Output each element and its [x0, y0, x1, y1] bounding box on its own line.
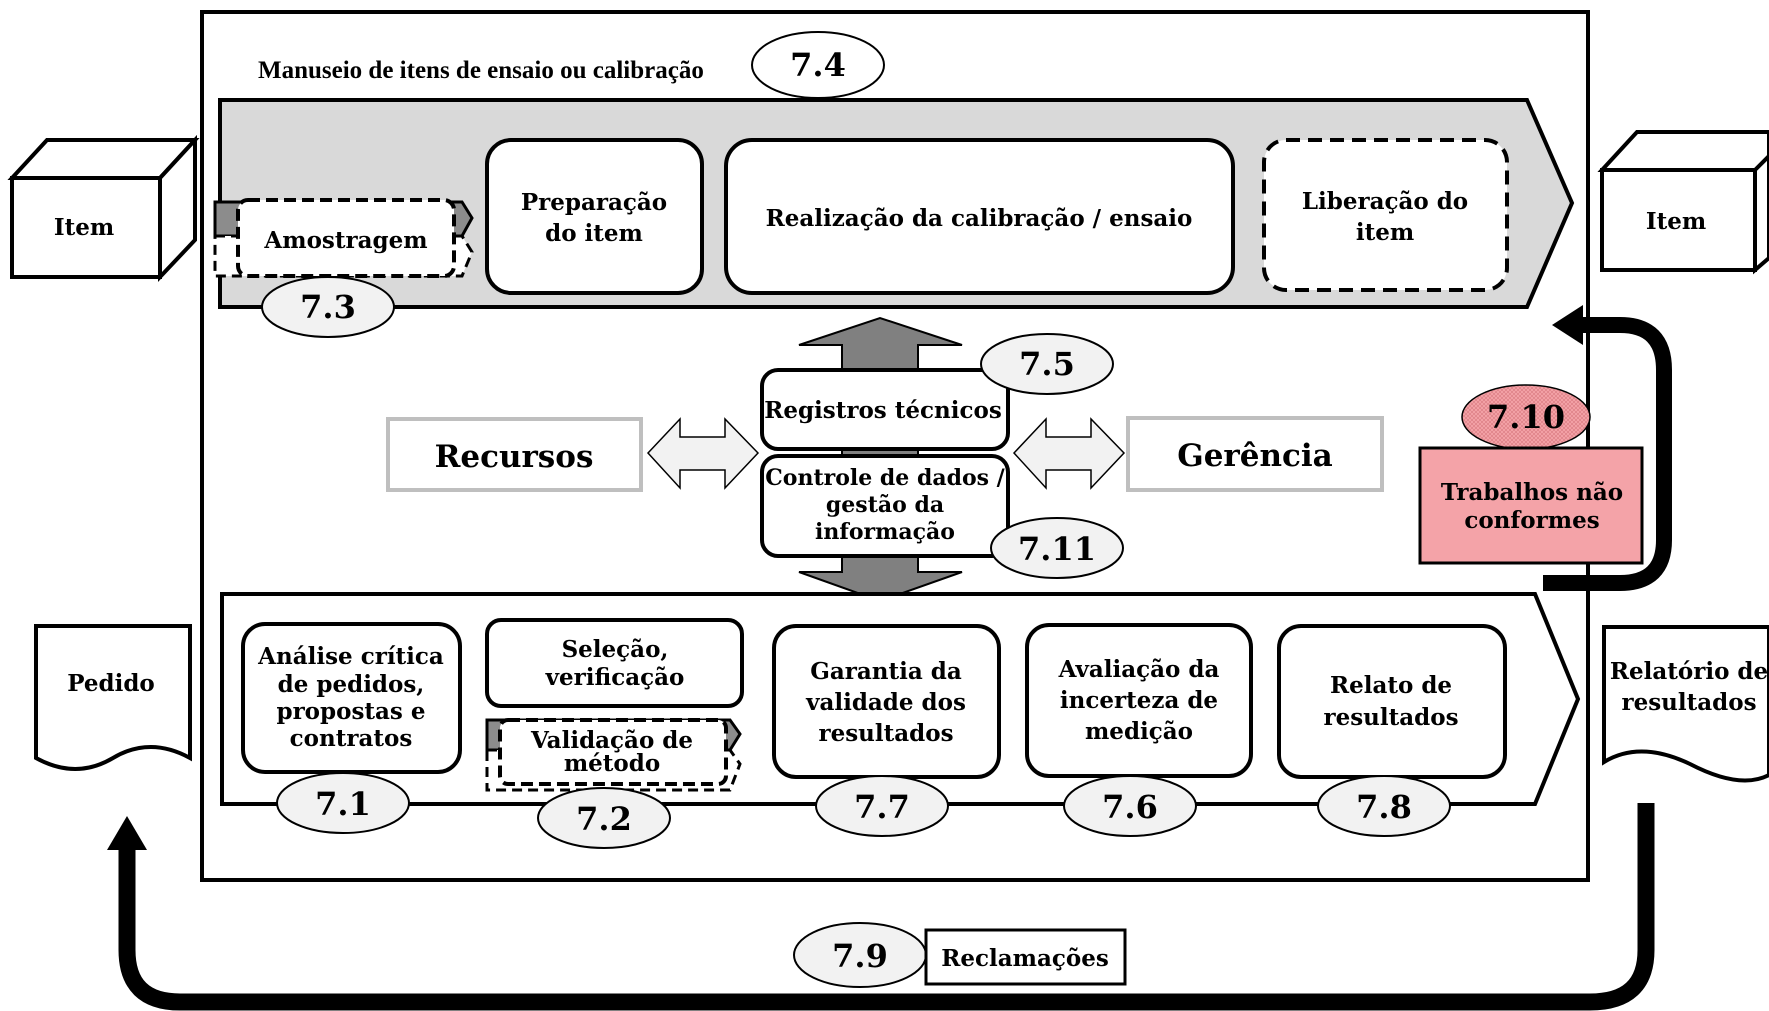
garantia-line-3: resultados [818, 720, 953, 747]
controle-line-2: gestão da [826, 492, 944, 518]
validacao-line-1: Validação de [530, 727, 693, 754]
preparacao-line-2: do item [545, 220, 643, 247]
relato-line-2: resultados [1323, 704, 1458, 731]
garantia-line-1: Garantia da [810, 658, 962, 685]
avaliacao-line-2: incerteza de [1060, 687, 1218, 714]
analise-line-1: Análise crítica [257, 643, 444, 670]
selecao-line-2: verificação [545, 664, 685, 691]
validacao-box [498, 718, 728, 786]
selecao-box [485, 618, 744, 708]
analise-line-3: propostas e [276, 698, 425, 725]
badge-7-4-text: 7.4 [790, 46, 846, 84]
analise-box [241, 622, 462, 774]
badge-7-2-text: 7.2 [576, 800, 632, 838]
relatorio-line-1: Relatório de [1610, 658, 1768, 685]
badge-7-9-text: 7.9 [832, 937, 888, 975]
reclamacoes-label: Reclamações [941, 945, 1109, 972]
validacao-line-2: método [564, 750, 660, 777]
realizacao-box [724, 138, 1235, 295]
pedido-document [34, 624, 192, 771]
badge-7-8-text: 7.8 [1356, 788, 1412, 826]
item-output-cube [1597, 130, 1769, 275]
recursos-box [386, 417, 643, 492]
relato-box [1277, 624, 1507, 779]
registros-label: Registros técnicos [764, 397, 1002, 424]
preparacao-box [485, 138, 704, 295]
badge-7-7-text: 7.7 [854, 788, 910, 826]
relato-line-1: Relato de [1330, 672, 1452, 699]
item-output-label: Item [1646, 208, 1706, 235]
badge-7-11-text: 7.11 [1018, 530, 1096, 568]
reclamacoes-box [924, 928, 1127, 986]
selecao-line-1: Seleção, [562, 636, 669, 663]
pedido-label: Pedido [67, 670, 155, 697]
controle-line-3: informação [815, 519, 955, 545]
item-input-label: Item [54, 214, 114, 241]
badge-7-3-text: 7.3 [300, 288, 356, 326]
complaints-loop-arrow [118, 803, 1655, 1011]
badge-7-8 [1317, 775, 1451, 837]
badge-7-5 [980, 333, 1114, 395]
badge-7-1-text: 7.1 [315, 785, 371, 823]
badge-7-11 [990, 517, 1124, 579]
badge-7-1 [276, 772, 410, 834]
relatorio-document [1602, 625, 1769, 783]
nonconforming-box [1418, 446, 1644, 565]
liberacao-line-2: item [1356, 219, 1414, 246]
badge-7-3 [261, 276, 395, 338]
recursos-label: Recursos [435, 439, 594, 475]
gerencia-double-arrow [1012, 417, 1126, 490]
badge-7-7 [815, 775, 949, 837]
controle-line-1: Controle de dados / [765, 465, 1005, 491]
garantia-line-2: validade dos [805, 689, 966, 716]
feedback-arrowhead [1552, 305, 1583, 345]
preparacao-line-1: Preparação [521, 189, 667, 216]
avaliacao-line-3: medição [1085, 718, 1193, 745]
badge-7-5-text: 7.5 [1019, 345, 1075, 383]
avaliacao-line-1: Avaliação da [1058, 656, 1220, 683]
nonconforming-feedback-arrow [1543, 317, 1672, 591]
realizacao-label: Realização da calibração / ensaio [766, 205, 1193, 232]
analise-line-2: de pedidos, [278, 671, 425, 698]
nonconforming-line-1: Trabalhos não [1441, 479, 1623, 506]
relatorio-line-2: resultados [1621, 689, 1756, 716]
badge-7-6 [1063, 775, 1197, 837]
liberacao-line-1: Liberação do [1302, 188, 1468, 215]
badge-7-6-text: 7.6 [1102, 788, 1158, 826]
nonconforming-line-2: conformes [1464, 507, 1599, 534]
badge-7-2 [537, 787, 671, 849]
item-input-cube [7, 134, 200, 283]
gerencia-label: Gerência [1177, 438, 1333, 474]
gerencia-box [1126, 416, 1384, 492]
amostragem-label: Amostragem [263, 227, 427, 254]
registros-box [760, 368, 1010, 451]
recursos-double-arrow [646, 417, 760, 490]
analise-line-4: contratos [290, 725, 413, 752]
liberacao-box [1262, 138, 1509, 292]
amostragem-box [236, 198, 456, 278]
badge-7-10-text: 7.10 [1487, 398, 1565, 436]
complaints-arrowhead [107, 816, 147, 850]
controle-box [760, 454, 1010, 558]
handling-label: Manuseio de itens de ensaio ou calibraçã… [258, 57, 704, 84]
